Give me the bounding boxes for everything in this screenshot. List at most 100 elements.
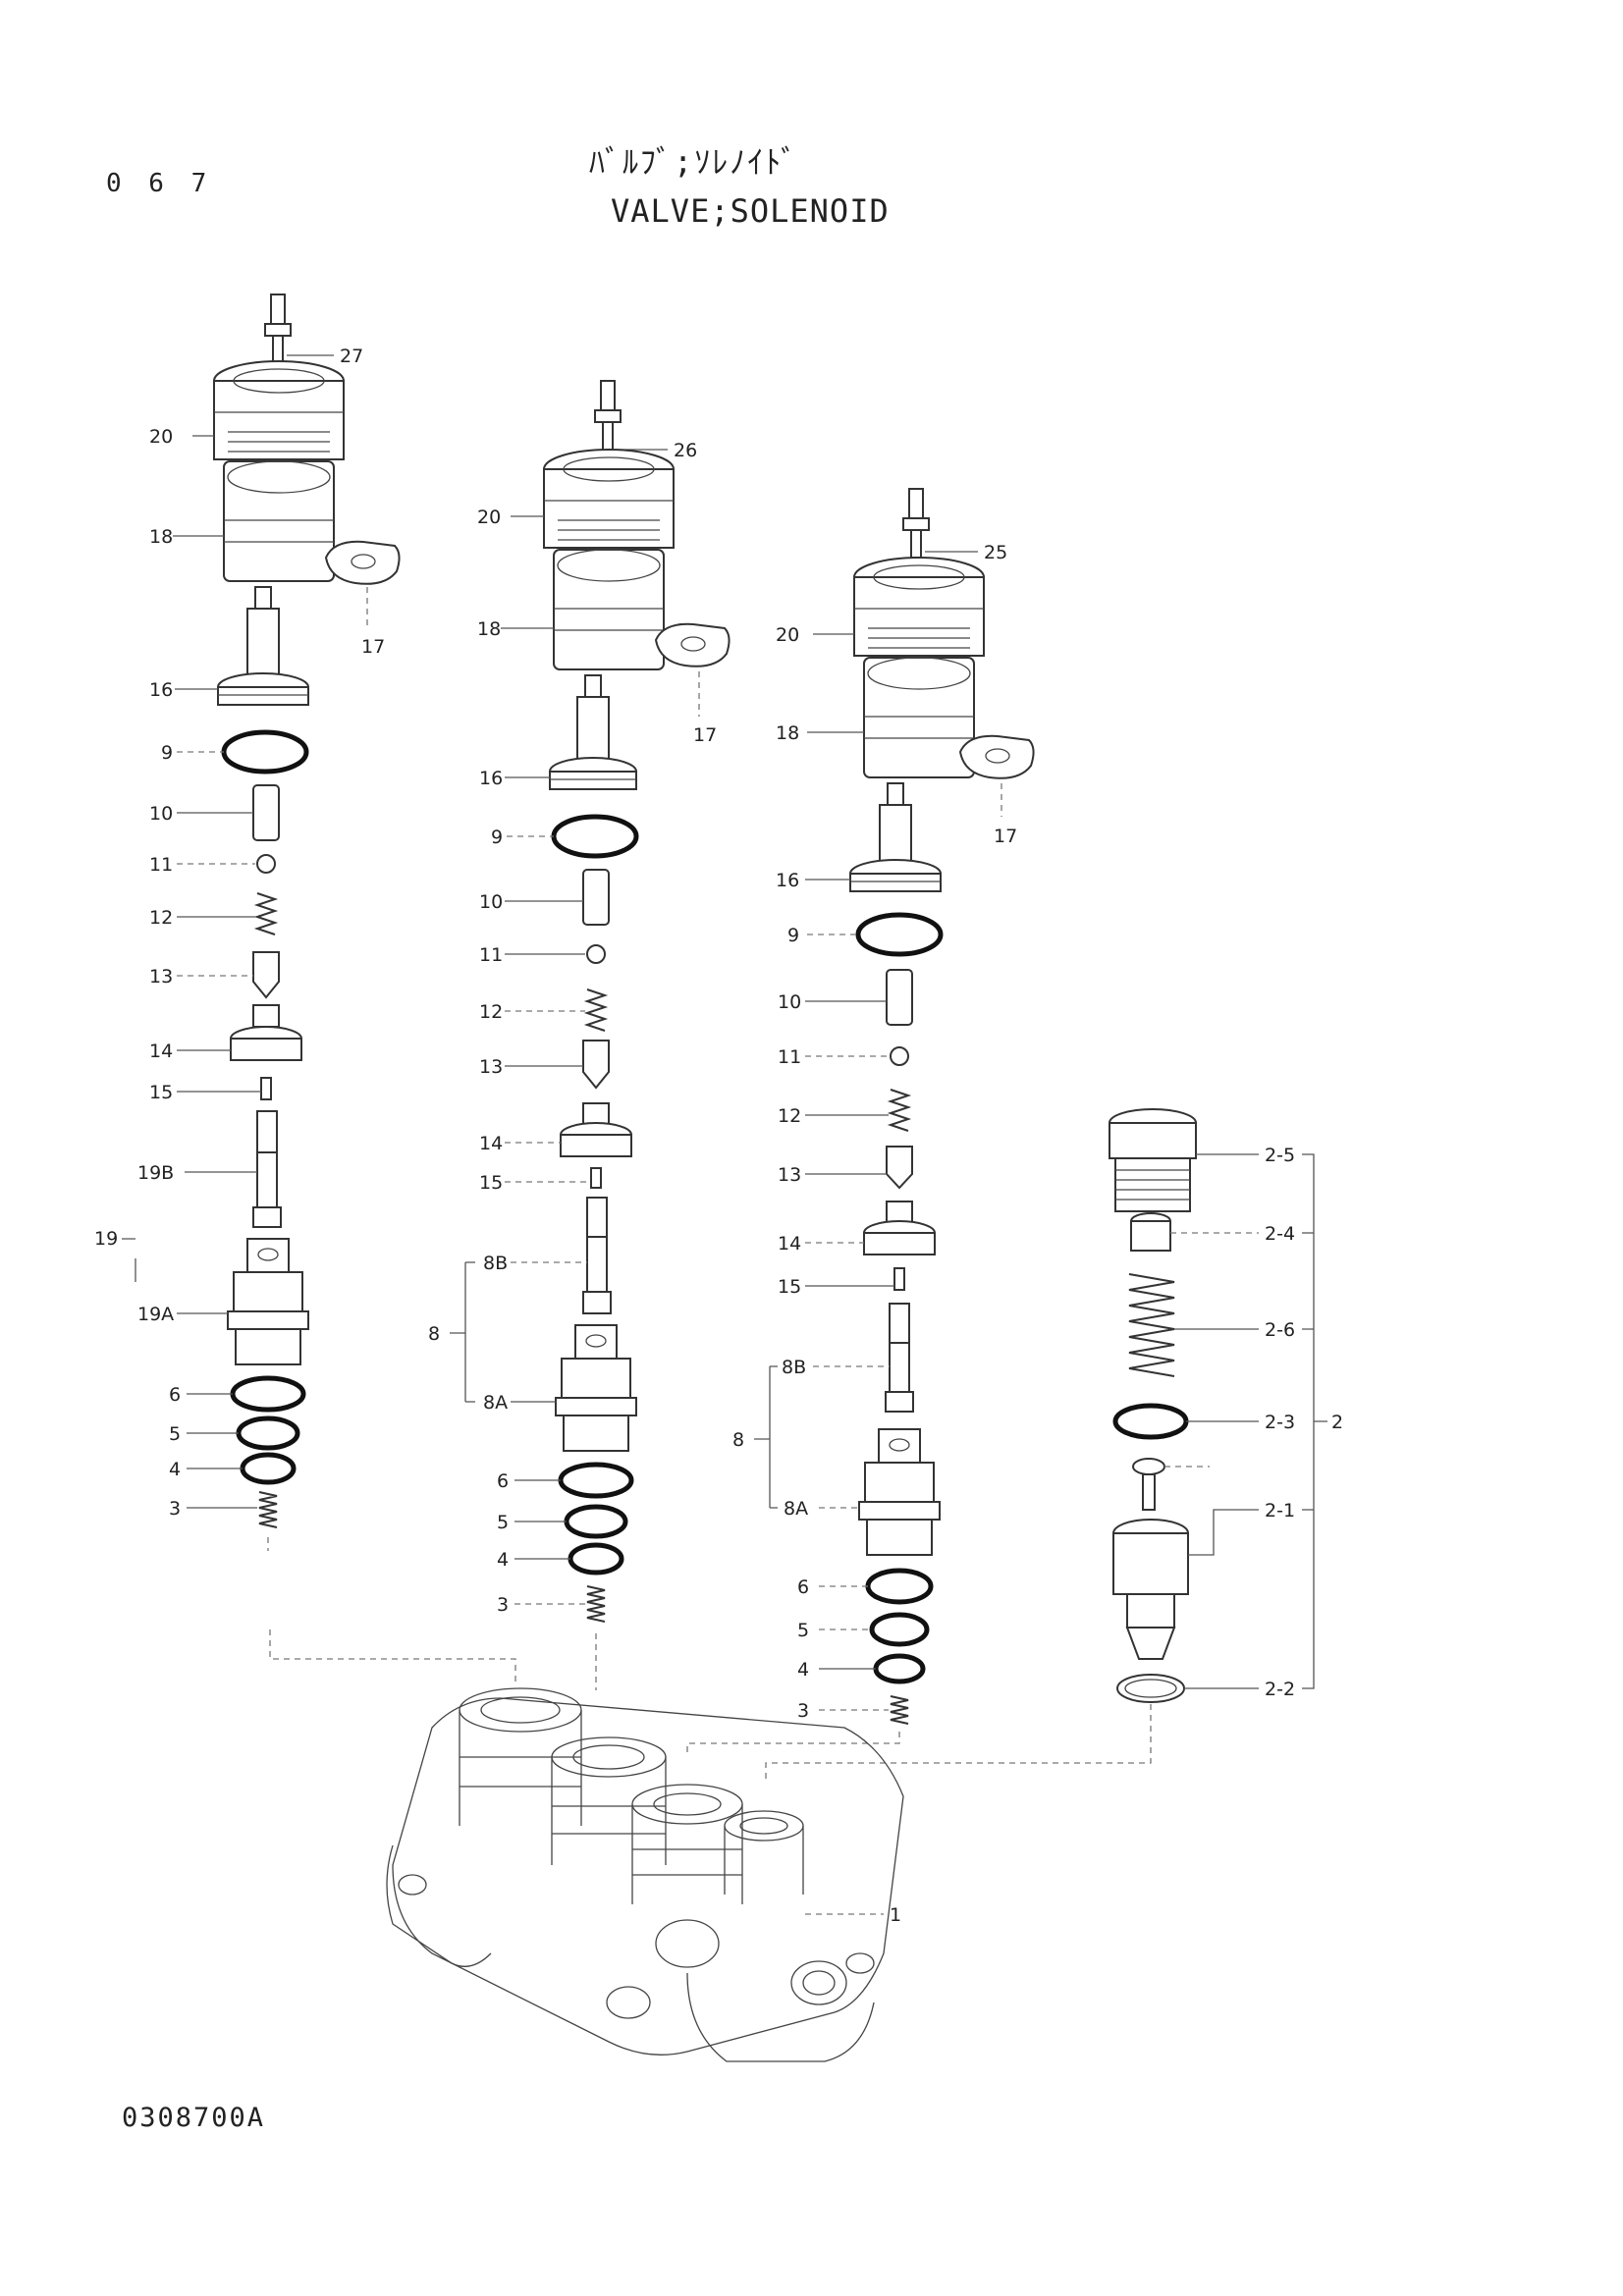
callout-c25: 25 bbox=[984, 542, 1007, 563]
callout-d22: 2-2 bbox=[1265, 1679, 1295, 1700]
part-10-plunger-middle bbox=[582, 869, 610, 926]
solenoid-stack-left: 27 20 18 17 bbox=[94, 294, 516, 1686]
callout-d23: 2-3 bbox=[1265, 1412, 1295, 1433]
callout-b11: 11 bbox=[479, 944, 503, 966]
callout-a12: 12 bbox=[149, 907, 173, 929]
callout-a17: 17 bbox=[361, 636, 385, 658]
callout-b15: 15 bbox=[479, 1172, 503, 1194]
callout-d24: 2-4 bbox=[1265, 1223, 1295, 1245]
callout-a10: 10 bbox=[149, 803, 173, 825]
part-13-poppet bbox=[252, 951, 280, 999]
callout-a19a: 19A bbox=[137, 1304, 174, 1325]
callout-c5: 5 bbox=[797, 1620, 809, 1641]
callout-a18: 18 bbox=[149, 526, 173, 548]
relief-valve-stack: 2-5 2-4 2-6 2-3 2 bbox=[765, 1108, 1343, 1779]
callout-d2: 2 bbox=[1331, 1412, 1343, 1433]
callout-b26: 26 bbox=[674, 440, 697, 461]
callout-c12: 12 bbox=[778, 1105, 801, 1127]
part-8a-sleeve-middle bbox=[555, 1324, 637, 1452]
callout-a19: 19 bbox=[94, 1228, 118, 1250]
part-8b-spool-right bbox=[885, 1303, 914, 1413]
part-10-plunger-right bbox=[886, 969, 913, 1026]
part-12-spring-middle bbox=[583, 988, 609, 1032]
part-15-pin-right bbox=[893, 1267, 905, 1291]
callout-a16: 16 bbox=[149, 679, 173, 701]
callout-c6: 6 bbox=[797, 1576, 809, 1598]
part-2-6-spring bbox=[1128, 1273, 1175, 1377]
part-11-ball bbox=[256, 854, 276, 874]
part-8a-sleeve-right bbox=[858, 1428, 941, 1556]
solenoid-stack-middle: 26 20 18 17 bbox=[428, 380, 730, 1690]
page-number: 0 6 7 bbox=[106, 169, 213, 198]
part-9-oring-right bbox=[855, 912, 944, 957]
callout-a11: 11 bbox=[149, 854, 173, 876]
part-14-seat bbox=[230, 1004, 302, 1061]
callout-b3: 3 bbox=[497, 1594, 509, 1616]
part-16-core bbox=[217, 586, 309, 706]
part-9-oring bbox=[221, 729, 309, 774]
callout-c18: 18 bbox=[776, 722, 799, 744]
callout-a19b: 19B bbox=[137, 1162, 174, 1184]
callout-b14: 14 bbox=[479, 1133, 503, 1154]
part-1-valve-body bbox=[386, 1687, 904, 2062]
callout-b18: 18 bbox=[477, 618, 501, 640]
part-18-coil-right bbox=[863, 657, 975, 778]
callout-a15: 15 bbox=[149, 1082, 173, 1103]
callout-c9: 9 bbox=[787, 925, 799, 946]
callout-a3: 3 bbox=[169, 1498, 181, 1520]
callout-d21: 2-1 bbox=[1265, 1500, 1295, 1522]
callout-d25: 2-5 bbox=[1265, 1145, 1295, 1166]
callout-c3: 3 bbox=[797, 1700, 809, 1722]
callout-a27: 27 bbox=[340, 346, 363, 367]
part-12-spring-right bbox=[887, 1089, 912, 1132]
callout-b4: 4 bbox=[497, 1549, 509, 1571]
part-13-poppet-right bbox=[886, 1146, 913, 1190]
callout-c4: 4 bbox=[797, 1659, 809, 1681]
callout-d26: 2-6 bbox=[1265, 1319, 1295, 1341]
callout-body: 1 bbox=[890, 1904, 901, 1926]
part-4-oring bbox=[240, 1452, 297, 1485]
callout-b12: 12 bbox=[479, 1001, 503, 1023]
part-12-spring bbox=[253, 892, 279, 935]
callout-b6: 6 bbox=[497, 1470, 509, 1492]
callout-b8a: 8A bbox=[483, 1392, 508, 1414]
part-16-core-middle bbox=[549, 674, 637, 790]
part-18-coil bbox=[223, 460, 335, 582]
callout-c13: 13 bbox=[778, 1164, 801, 1186]
part-17-plate bbox=[324, 540, 401, 585]
part-15-pin bbox=[260, 1077, 272, 1100]
part-20-nut-right bbox=[853, 557, 985, 657]
part-2-1-poppet bbox=[1112, 1458, 1189, 1660]
part-2-5-plug bbox=[1109, 1108, 1197, 1212]
part-6-oring bbox=[230, 1375, 306, 1413]
solenoid-stack-right: 25 20 18 17 bbox=[686, 488, 1035, 1757]
callout-a20: 20 bbox=[149, 426, 173, 448]
callout-b10: 10 bbox=[479, 891, 503, 913]
callout-b17: 17 bbox=[693, 724, 717, 746]
callout-c16: 16 bbox=[776, 870, 799, 891]
part-4-oring-middle bbox=[568, 1542, 624, 1575]
callout-c10: 10 bbox=[778, 991, 801, 1013]
part-16-core-right bbox=[849, 782, 942, 892]
part-9-oring-middle bbox=[551, 814, 639, 859]
part-13-poppet-middle bbox=[582, 1040, 610, 1090]
callout-c20: 20 bbox=[776, 624, 799, 646]
title-english: VALVE;SOLENOID bbox=[611, 192, 890, 230]
callout-c8a: 8A bbox=[784, 1498, 808, 1520]
part-4-oring-right bbox=[873, 1653, 926, 1684]
part-25-connector bbox=[902, 488, 930, 559]
callout-c15: 15 bbox=[778, 1276, 801, 1298]
part-20-nut bbox=[213, 360, 345, 460]
part-14-seat-middle bbox=[560, 1102, 632, 1157]
part-5-oring-right bbox=[869, 1612, 930, 1647]
part-6-oring-right bbox=[865, 1568, 934, 1605]
callout-c11: 11 bbox=[778, 1046, 801, 1068]
callout-b5: 5 bbox=[497, 1512, 509, 1533]
part-5-oring-middle bbox=[564, 1504, 628, 1539]
part-2-4-spacer bbox=[1130, 1212, 1171, 1252]
callout-b20: 20 bbox=[477, 507, 501, 528]
title-japanese: ﾊﾞﾙﾌﾞ;ｿﾚﾉｲﾄﾞ bbox=[589, 143, 799, 181]
part-6-oring-middle bbox=[558, 1462, 634, 1499]
